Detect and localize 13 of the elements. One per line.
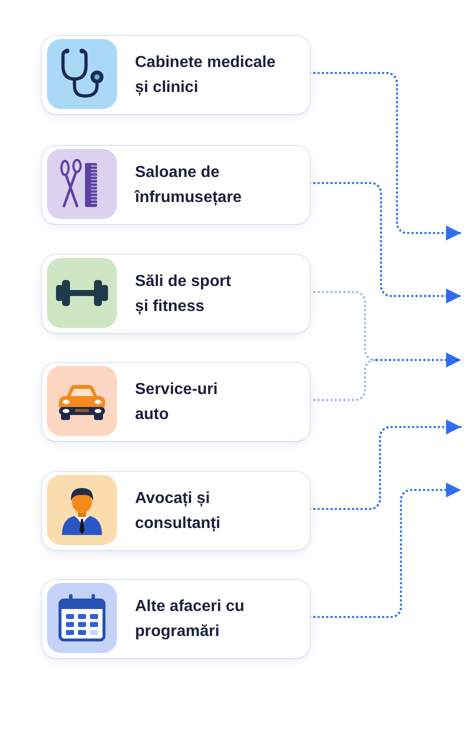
category-label: Săli de sport și fitness xyxy=(135,272,232,317)
category-label: Saloane de înfrumusețare xyxy=(135,163,243,208)
category-label: Avocați și consultanți xyxy=(135,489,222,534)
category-card xyxy=(42,36,310,114)
category-label: Service-uri auto xyxy=(135,380,219,425)
category-label: Alte afaceri cu programări xyxy=(135,597,246,642)
category-card xyxy=(42,255,310,333)
dotted-arrow xyxy=(376,352,462,368)
category-card xyxy=(42,363,310,441)
category-card xyxy=(42,580,310,658)
category-label: Cabinete medicale și clinici xyxy=(135,53,276,98)
category-card xyxy=(42,146,310,224)
category-card xyxy=(42,472,310,550)
